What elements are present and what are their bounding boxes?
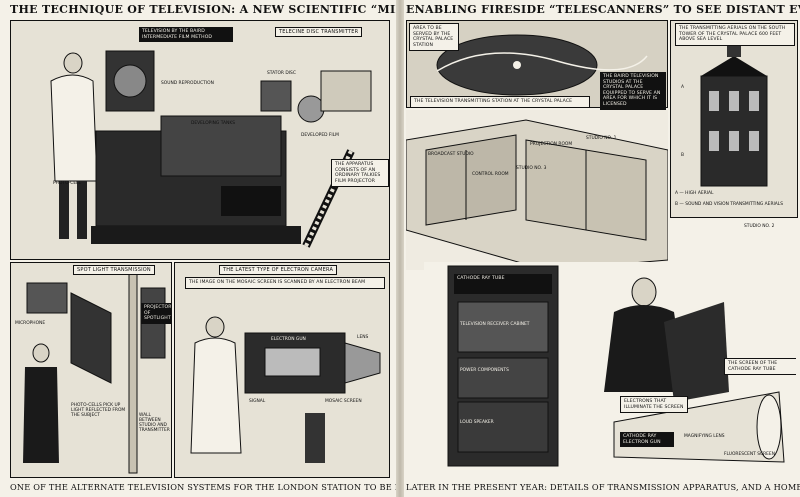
callout-baird-studios: THE BAIRD TELEVISION STUDIOS AT THE CRYS… bbox=[600, 72, 666, 110]
headline-right: ENABLING FIRESIDE “TELESCANNERS” TO SEE … bbox=[406, 3, 800, 16]
label-studio-3: STUDIO NO. 3 bbox=[516, 166, 547, 171]
studios-cutaway bbox=[406, 119, 668, 270]
callout-telecine: TELECINE DISC TRANSMITTER bbox=[275, 27, 363, 37]
label-studio-2: STUDIO NO. 2 bbox=[744, 224, 775, 229]
marker-b: B bbox=[681, 153, 685, 158]
callout-loud-speaker: LOUD SPEAKER bbox=[460, 420, 494, 425]
label-control: CONTROL ROOM bbox=[472, 172, 509, 177]
studios-cutaway-panel: BROADCAST STUDIO PROJECTION ROOM STUDIO … bbox=[406, 110, 668, 270]
film-apparatus-illustration bbox=[11, 21, 389, 259]
film-apparatus-panel: TELEVISION BY THE BAIRD INTERMEDIATE FIL… bbox=[10, 20, 390, 260]
callout-power-components: POWER COMPONENTS bbox=[460, 368, 509, 373]
marker-a: A bbox=[681, 85, 685, 90]
callout-fluorescent-screen: FLUORESCENT SCREEN bbox=[724, 452, 775, 457]
label-projection: PROJECTION ROOM bbox=[530, 142, 573, 147]
callout-service-area: AREA TO BE SERVED BY THE CRYSTAL PALACE … bbox=[409, 23, 459, 52]
callout-sound-vision-aerials: B — SOUND AND VISION TRANSMITTING AERIAL… bbox=[675, 202, 784, 207]
spotlight-panel: SPOT LIGHT TRANSMISSION PROJECTOR OF SPO… bbox=[10, 262, 172, 478]
callout-transmitting-station: THE TELEVISION TRANSMITTING STATION AT T… bbox=[410, 96, 590, 108]
label-studio-1: STUDIO NO. 1 bbox=[586, 136, 617, 141]
callout-electron-gun: ELECTRON GUN bbox=[271, 337, 306, 342]
callout-microphone: MICROPHONE bbox=[15, 321, 46, 326]
callout-tube-screen: THE SCREEN OF THE CATHODE RAY TUBE bbox=[724, 358, 796, 376]
label-broadcast: BROADCAST STUDIO bbox=[428, 152, 474, 157]
spotlight-title: SPOT LIGHT TRANSMISSION bbox=[73, 265, 155, 275]
footer-left: ONE OF THE ALTERNATE TELEVISION SYSTEMS … bbox=[10, 482, 396, 492]
callout-projector-spotlight: PROJECTOR OF SPOTLIGHT bbox=[141, 303, 171, 324]
callout-baird-film-method: TELEVISION BY THE BAIRD INTERMEDIATE FIL… bbox=[139, 27, 233, 43]
tower-illustration bbox=[671, 21, 797, 217]
callout-photo-cell: PHOTO-CELL bbox=[53, 181, 81, 186]
callout-high-aerial: A — HIGH AERIAL bbox=[675, 191, 714, 196]
callout-electron-gun-receiver: CATHODE RAY ELECTRON GUN bbox=[620, 432, 674, 448]
callout-magnifying-lens: MAGNIFYING LENS bbox=[684, 434, 725, 439]
right-page: ENABLING FIRESIDE “TELESCANNERS” TO SEE … bbox=[404, 0, 800, 497]
callout-signal: SIGNAL bbox=[249, 399, 266, 404]
callout-mosaic-scanned: THE IMAGE ON THE MOSAIC SCREEN IS SCANNE… bbox=[185, 277, 385, 289]
footer-right: LATER IN THE PRESENT YEAR: DETAILS OF TR… bbox=[406, 482, 800, 492]
callout-mosaic-screen: MOSAIC SCREEN bbox=[325, 399, 362, 404]
callout-film-projector: THE APPARATUS CONSISTS OF AN ORDINARY TA… bbox=[331, 159, 389, 188]
callout-aerials: THE TRANSMITTING AERIALS ON THE SOUTH TO… bbox=[675, 23, 795, 46]
callout-sound-reproduction: SOUND REPRODUCTION bbox=[161, 81, 214, 86]
callout-receiver-cabinet: TELEVISION RECEIVER CABINET bbox=[460, 322, 530, 327]
callout-photo-cells: PHOTO-CELLS PICK UP LIGHT REFLECTED FROM… bbox=[71, 403, 126, 418]
callout-cathode-ray-tube: CATHODE RAY TUBE bbox=[454, 274, 552, 284]
tower-panel: THE TRANSMITTING AERIALS ON THE SOUTH TO… bbox=[670, 20, 798, 218]
home-receiver-panel: CATHODE RAY TUBE TELEVISION RECEIVER CAB… bbox=[424, 262, 796, 476]
page-gutter bbox=[396, 0, 404, 497]
callout-stator-disc: STATOR DISC bbox=[267, 71, 296, 76]
electron-camera-title: THE LATEST TYPE OF ELECTRON CAMERA bbox=[219, 265, 338, 275]
electron-camera-illustration bbox=[175, 263, 389, 477]
callout-lens: LENS bbox=[357, 335, 369, 340]
electron-camera-panel: THE LATEST TYPE OF ELECTRON CAMERA THE I… bbox=[174, 262, 390, 478]
callout-wall: WALL BETWEEN STUDIO AND TRANSMITTER bbox=[139, 413, 170, 433]
spotlight-illustration bbox=[11, 263, 171, 477]
home-receiver-illustration bbox=[447, 265, 785, 467]
callout-developing-tanks: DEVELOPING TANKS bbox=[191, 121, 235, 126]
callout-developed-film: DEVELOPED FILM bbox=[301, 133, 339, 138]
headline-left: THE TECHNIQUE OF TELEVISION: A NEW SCIEN… bbox=[10, 3, 396, 16]
callout-electrons-screen: ELECTRONS THAT ILLUMINATE THE SCREEN bbox=[620, 396, 688, 414]
left-page: THE TECHNIQUE OF TELEVISION: A NEW SCIEN… bbox=[0, 0, 396, 497]
